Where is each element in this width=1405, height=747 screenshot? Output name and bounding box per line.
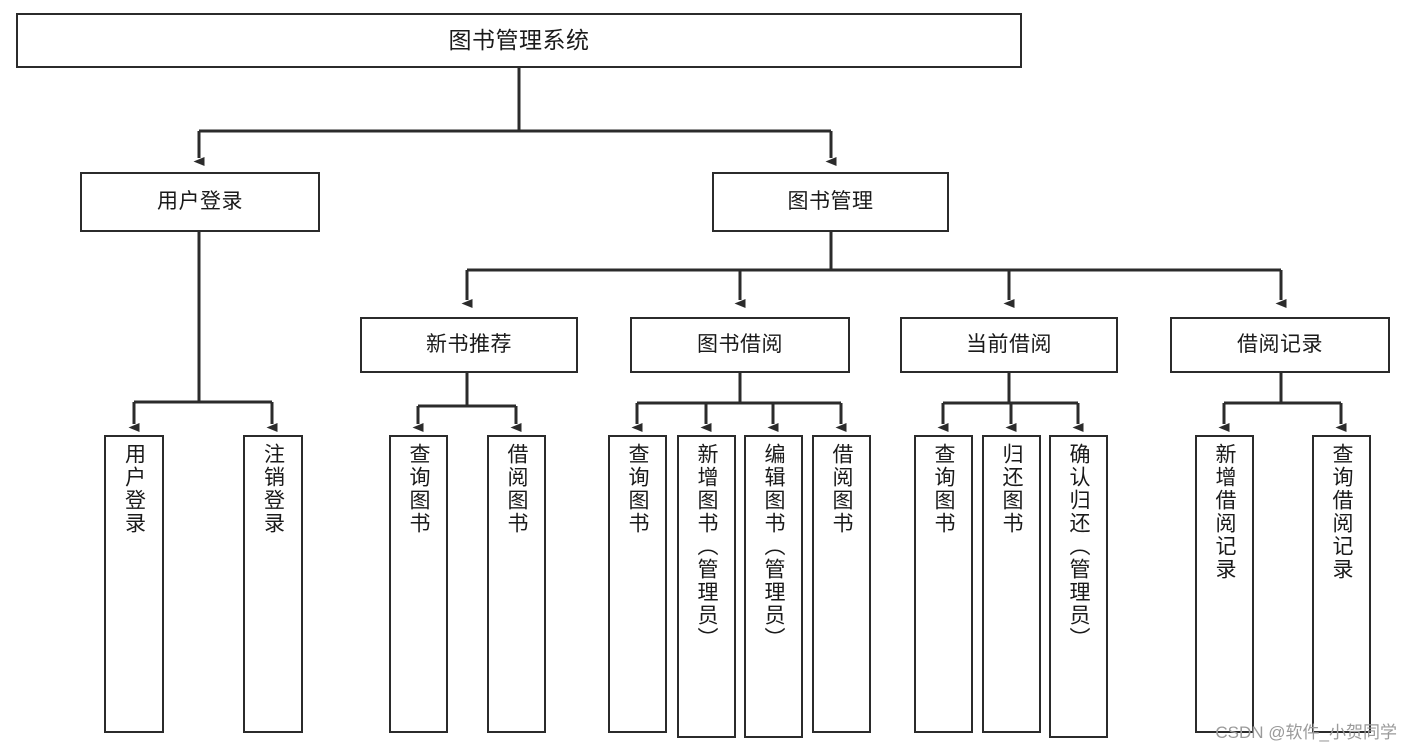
node-book-management[interactable]: 图书管理 — [712, 172, 949, 232]
leaf-new-book-borrow-books[interactable]: 借阅图书 — [487, 435, 546, 733]
node-user-login[interactable]: 用户登录 — [80, 172, 320, 232]
leaf-new-book-query-books[interactable]: 查询图书 — [389, 435, 448, 733]
node-root-library-management-system[interactable]: 图书管理系统 — [16, 13, 1022, 68]
leaf-user-login-login[interactable]: 用户登录 — [104, 435, 164, 733]
leaf-record-query-borrow-record[interactable]: 查询借阅记录 — [1312, 435, 1371, 733]
node-new-book-recommendation[interactable]: 新书推荐 — [360, 317, 578, 373]
node-label: 借阅记录 — [1237, 332, 1323, 356]
node-label: 确认归还（管理员） — [1067, 443, 1090, 650]
node-label: 查询图书 — [626, 443, 649, 535]
leaf-record-add-borrow-record[interactable]: 新增借阅记录 — [1195, 435, 1254, 733]
node-book-borrowing[interactable]: 图书借阅 — [630, 317, 850, 373]
node-borrow-records[interactable]: 借阅记录 — [1170, 317, 1390, 373]
node-label: 用户登录 — [157, 189, 243, 213]
node-label: 新书推荐 — [426, 332, 512, 356]
node-label: 当前借阅 — [966, 332, 1052, 356]
node-label: 借阅图书 — [505, 443, 528, 535]
node-label: 编辑图书（管理员） — [762, 443, 785, 650]
node-label: 查询借阅记录 — [1330, 443, 1353, 581]
node-label: 图书借阅 — [697, 332, 783, 356]
node-label: 查询图书 — [407, 443, 430, 535]
leaf-current-return-books[interactable]: 归还图书 — [982, 435, 1041, 733]
node-label: 查询图书 — [932, 443, 955, 535]
node-label: 图书管理 — [787, 189, 874, 213]
node-label: 新增借阅记录 — [1213, 443, 1236, 581]
node-label: 图书管理系统 — [448, 26, 590, 53]
leaf-borrow-borrow-books[interactable]: 借阅图书 — [812, 435, 871, 733]
leaf-current-query-books[interactable]: 查询图书 — [914, 435, 973, 733]
node-current-borrowing[interactable]: 当前借阅 — [900, 317, 1118, 373]
leaf-borrow-query-books[interactable]: 查询图书 — [608, 435, 667, 733]
leaf-borrow-edit-book-admin[interactable]: 编辑图书（管理员） — [744, 435, 803, 738]
node-label: 借阅图书 — [830, 443, 853, 535]
node-label: 用户登录 — [122, 443, 146, 535]
leaf-user-login-logout[interactable]: 注销登录 — [243, 435, 303, 733]
watermark-text: CSDN @软件_小贺同学 — [1215, 723, 1397, 742]
leaf-borrow-add-book-admin[interactable]: 新增图书（管理员） — [677, 435, 736, 738]
node-label: 归还图书 — [1000, 443, 1023, 535]
node-label: 注销登录 — [261, 443, 285, 535]
node-label: 新增图书（管理员） — [695, 443, 718, 650]
leaf-current-confirm-return-admin[interactable]: 确认归还（管理员） — [1049, 435, 1108, 738]
